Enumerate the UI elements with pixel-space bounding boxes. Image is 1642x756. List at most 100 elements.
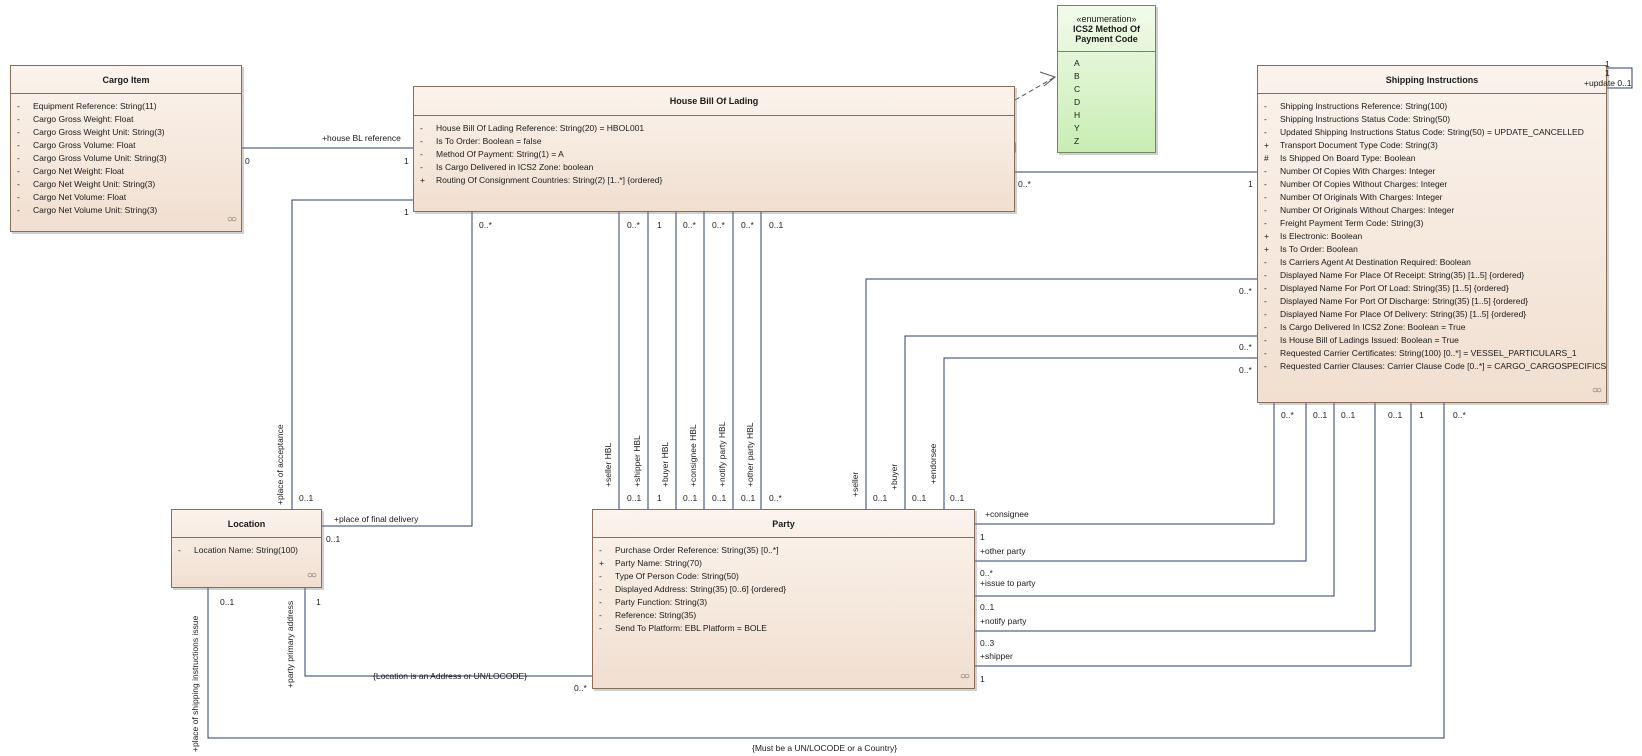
mult-shipper: 1 xyxy=(980,674,985,684)
class-shipping-instructions[interactable]: Shipping Instructions -Shipping Instruct… xyxy=(1257,65,1607,403)
attribute-row[interactable]: -Party Function: String(3) xyxy=(597,596,970,609)
attribute-visibility: - xyxy=(1264,361,1267,371)
class-location[interactable]: Location -Location Name: String(100) ○○ xyxy=(171,509,322,588)
attribute-row[interactable]: -Shipping Instructions Status Code: Stri… xyxy=(1262,113,1602,126)
attribute-text: Purchase Order Reference: String(35) [0.… xyxy=(615,545,779,555)
attribute-row[interactable]: -Cargo Net Weight: Float xyxy=(15,165,237,178)
attribute-visibility: - xyxy=(1264,101,1267,111)
assoc-endorsee xyxy=(943,357,1257,509)
constraint-location: {Location is an Address or UN/LOCODE} xyxy=(373,671,528,681)
attribute-row[interactable]: +Transport Document Type Code: String(3) xyxy=(1262,139,1602,152)
mult-hbol-final-delivery: 0..* xyxy=(479,220,492,230)
attribute-visibility: + xyxy=(599,558,604,568)
role-place-of-acceptance: +place of acceptance xyxy=(275,424,285,505)
attribute-row[interactable]: -Equipment Reference: String(11) xyxy=(15,100,237,113)
attribute-row[interactable]: -Cargo Gross Weight Unit: String(3) xyxy=(15,126,237,139)
attribute-row[interactable]: -Cargo Net Volume Unit: String(3) xyxy=(15,204,237,217)
mult-si-party-1: 0..1 xyxy=(873,493,888,503)
attribute-row[interactable]: +Is Electronic: Boolean xyxy=(1262,230,1602,243)
attribute-row[interactable]: -Displayed Address: String(35) [0..6] {o… xyxy=(597,583,970,596)
attribute-row[interactable]: -Cargo Gross Volume: Float xyxy=(15,139,237,152)
attribute-text: Number Of Copies Without Charges: Intege… xyxy=(1280,179,1448,189)
attribute-row[interactable]: -Requested Carrier Certificates: String(… xyxy=(1262,347,1602,360)
enum-literal[interactable]: D xyxy=(1074,97,1081,107)
attribute-visibility: - xyxy=(420,149,423,159)
mult-si-party-3: 0..1 xyxy=(950,493,965,503)
attribute-text: Is Electronic: Boolean xyxy=(1280,231,1363,241)
attribute-row[interactable]: -Shipping Instructions Reference: String… xyxy=(1262,100,1602,113)
attribute-row[interactable]: -Displayed Name For Port Of Load: String… xyxy=(1262,282,1602,295)
assoc-seller xyxy=(865,278,1257,509)
enum-literal[interactable]: Y xyxy=(1074,123,1080,133)
attribute-text: Requested Carrier Clauses: Carrier Claus… xyxy=(1280,361,1607,371)
attribute-row[interactable]: -Number Of Copies With Charges: Integer xyxy=(1262,165,1602,178)
attribute-text: Type Of Person Code: String(50) xyxy=(615,571,739,581)
enum-literal[interactable]: H xyxy=(1074,110,1081,120)
attribute-row[interactable]: -Displayed Name For Place Of Receipt: St… xyxy=(1262,269,1602,282)
attribute-row[interactable]: +Party Name: String(70) xyxy=(597,557,970,570)
attribute-row[interactable]: -Number Of Originals Without Charges: In… xyxy=(1262,204,1602,217)
mult-update-1: 1 xyxy=(1605,59,1610,69)
attribute-row[interactable]: -Cargo Gross Volume Unit: String(3) xyxy=(15,152,237,165)
role-house-bl-reference: +house BL reference xyxy=(322,133,401,143)
chain-link-icon: ○○ xyxy=(959,671,970,682)
attribute-row[interactable]: -Is House Bill of Ladings Issued: Boolea… xyxy=(1262,334,1602,347)
attribute-row[interactable]: -Updated Shipping Instructions Status Co… xyxy=(1262,126,1602,139)
attribute-text: Displayed Name For Port Of Load: String(… xyxy=(1280,283,1509,293)
attribute-visibility: - xyxy=(1264,309,1267,319)
attribute-row[interactable]: -Number Of Copies Without Charges: Integ… xyxy=(1262,178,1602,191)
attribute-row[interactable]: -Is Cargo Delivered In ICS2 Zone: Boolea… xyxy=(1262,321,1602,334)
attribute-row[interactable]: -House Bill Of Lading Reference: String(… xyxy=(418,122,1010,135)
role-other-party-hbl: +other party HBL xyxy=(745,422,755,488)
mult-si-hbol: 1 xyxy=(1248,179,1253,189)
enum-ics2-method-of-payment-code[interactable]: «enumeration» ICS2 Method Of Payment Cod… xyxy=(1057,5,1156,153)
attribute-text: Routing Of Consignment Countries: String… xyxy=(436,175,663,185)
attribute-row[interactable]: - Requested Carrier Clauses: Carrier Clau… xyxy=(1262,360,1606,373)
attribute-row[interactable]: -Displayed Name For Port Of Discharge: S… xyxy=(1262,295,1602,308)
attribute-row[interactable]: -Cargo Net Weight Unit: String(3) xyxy=(15,178,237,191)
attribute-row[interactable]: +Routing Of Consignment Countries: Strin… xyxy=(418,174,1010,187)
mult-si-bottom-6: 0..* xyxy=(1453,410,1466,420)
attribute-row[interactable]: -Freight Payment Term Code: String(3) xyxy=(1262,217,1602,230)
enum-literal[interactable]: Z xyxy=(1074,136,1080,146)
mult-hbol-location: 1 xyxy=(404,207,409,217)
attribute-row[interactable]: -Is Cargo Delivered in ICS2 Zone: boolea… xyxy=(418,161,1010,174)
role-other-party: +other party xyxy=(980,546,1026,556)
attribute-row[interactable]: +Is To Order: Boolean xyxy=(1262,243,1602,256)
class-party[interactable]: Party -Purchase Order Reference: String(… xyxy=(592,509,975,689)
attribute-text: Displayed Name For Port Of Discharge: St… xyxy=(1280,296,1529,306)
attribute-text: Number Of Copies With Charges: Integer xyxy=(1280,166,1436,176)
attribute-text: Is House Bill of Ladings Issued: Boolean… xyxy=(1280,335,1459,345)
class-name: House Bill Of Lading xyxy=(669,96,759,106)
attribute-row[interactable]: -Cargo Net Volume: Float xyxy=(15,191,237,204)
role-place-of-final-delivery: +place of final delivery xyxy=(334,514,419,524)
attribute-row[interactable]: -Send To Platform: EBL Platform = BOLE xyxy=(597,622,970,635)
class-house-bill-of-lading[interactable]: House Bill Of Lading -House Bill Of Ladi… xyxy=(413,86,1015,212)
attribute-row[interactable]: -Reference: String(35) xyxy=(597,609,970,622)
enum-literal[interactable]: B xyxy=(1074,71,1080,81)
class-cargo-item[interactable]: Cargo Item -Equipment Reference: String(… xyxy=(10,65,242,232)
attribute-row[interactable]: -Displayed Name For Place Of Delivery: S… xyxy=(1262,308,1602,321)
mult-si-bottom-1: 0..* xyxy=(1281,410,1294,420)
attribute-row[interactable]: -Number Of Originals With Charges: Integ… xyxy=(1262,191,1602,204)
attribute-row[interactable]: -Cargo Gross Weight: Float xyxy=(15,113,237,126)
attribute-row[interactable]: #Is Shipped On Board Type: Boolean xyxy=(1262,152,1602,165)
mult-update-2: 1 xyxy=(1605,68,1610,78)
enum-literal[interactable]: C xyxy=(1074,84,1081,94)
attribute-text: Requested Carrier Certificates: String(1… xyxy=(1280,348,1577,358)
mult-hbl-bottom-3: 0..1 xyxy=(683,493,698,503)
role-update: +update 0..1 xyxy=(1584,78,1632,88)
mult-place-of-final-delivery: 0..1 xyxy=(326,534,341,544)
class-header: Location xyxy=(172,510,321,538)
enum-literal[interactable]: A xyxy=(1074,58,1080,68)
role-shipper-hbl: +shipper HBL xyxy=(632,435,642,487)
mult-si-bottom-5: 1 xyxy=(1419,410,1424,420)
attribute-row[interactable]: -Is Carriers Agent At Destination Requir… xyxy=(1262,256,1602,269)
assoc-place-of-acceptance xyxy=(291,199,413,509)
attribute-row[interactable]: -Is To Order: Boolean = false xyxy=(418,135,1010,148)
attribute-row[interactable]: -Type Of Person Code: String(50) xyxy=(597,570,970,583)
attribute-row[interactable]: -Method Of Payment: String(1) = A xyxy=(418,148,1010,161)
attribute-visibility: + xyxy=(1264,140,1269,150)
attribute-row[interactable]: -Location Name: String(100) xyxy=(176,544,317,557)
attribute-row[interactable]: -Purchase Order Reference: String(35) [0… xyxy=(597,544,970,557)
